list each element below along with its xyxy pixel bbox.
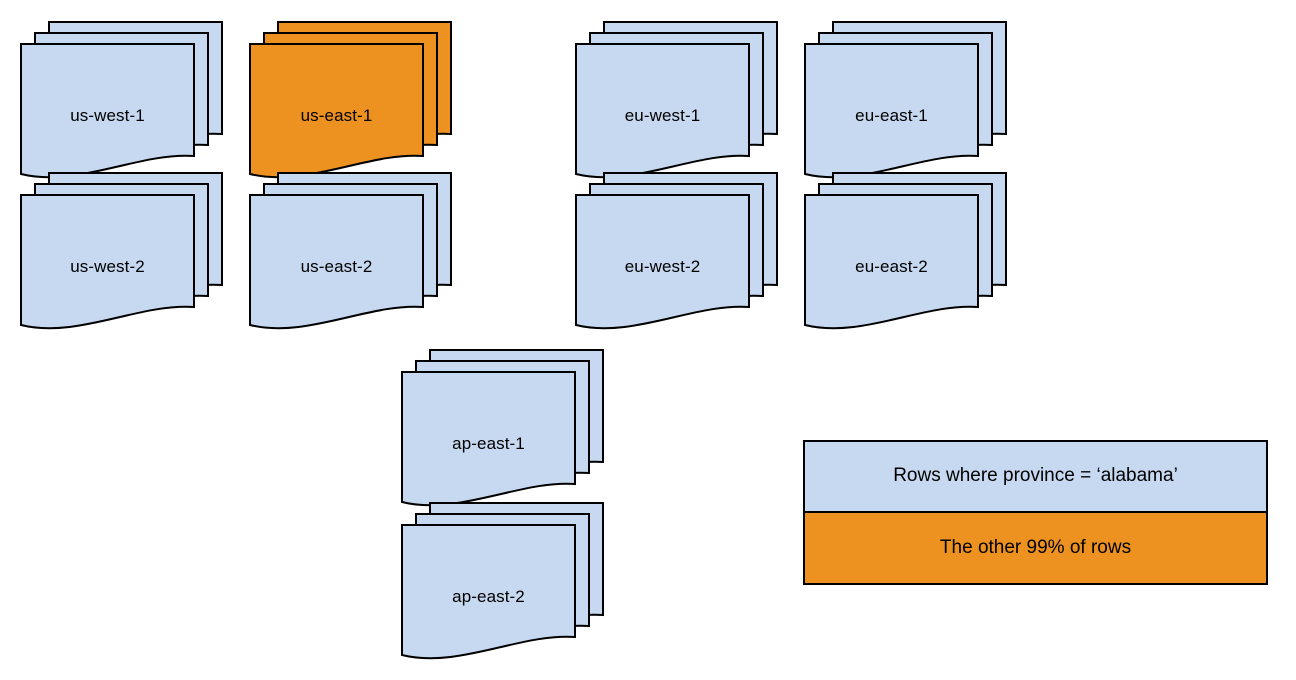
region-stack-shape-eu-east-2 [804,172,1007,330]
document-sheet-3 [20,43,195,179]
region-stack-shape-eu-east-1 [804,21,1007,179]
document-sheet-3 [575,194,750,330]
region-stack-eu-east-2[interactable]: eu-east-2 [804,172,1020,346]
legend-box: Rows where province = ‘alabama’ The othe… [803,440,1268,585]
region-stack-shape-us-west-2 [20,172,223,330]
region-stack-shape-ap-east-2 [401,502,604,660]
region-stack-eu-west-1[interactable]: eu-west-1 [575,21,791,195]
region-stack-us-east-1[interactable]: us-east-1 [249,21,465,195]
region-stack-shape-us-east-2 [249,172,452,330]
legend-item-orange-label: The other 99% of rows [939,536,1132,558]
region-stack-eu-west-2[interactable]: eu-west-2 [575,172,791,346]
region-stack-us-west-1[interactable]: us-west-1 [20,21,236,195]
document-sheet-3 [401,524,576,660]
document-sheet-3 [20,194,195,330]
document-sheet-3 [804,194,979,330]
region-stack-us-east-2[interactable]: us-east-2 [249,172,465,346]
region-stack-shape-us-west-1 [20,21,223,179]
document-sheet-3 [804,43,979,179]
document-sheet-3 [249,194,424,330]
region-stack-shape-eu-west-2 [575,172,778,330]
region-stack-us-west-2[interactable]: us-west-2 [20,172,236,346]
legend-item-blue: Rows where province = ‘alabama’ [805,442,1266,513]
region-stack-shape-eu-west-1 [575,21,778,179]
legend-item-blue-label: Rows where province = ‘alabama’ [893,465,1178,487]
region-stack-ap-east-2[interactable]: ap-east-2 [401,502,617,676]
region-stack-shape-ap-east-1 [401,349,604,507]
legend-item-orange: The other 99% of rows [805,512,1266,583]
document-sheet-3 [401,371,576,507]
region-stack-shape-us-east-1 [249,21,452,179]
document-sheet-3 [575,43,750,179]
region-stack-ap-east-1[interactable]: ap-east-1 [401,349,617,523]
document-sheet-3 [249,43,424,179]
